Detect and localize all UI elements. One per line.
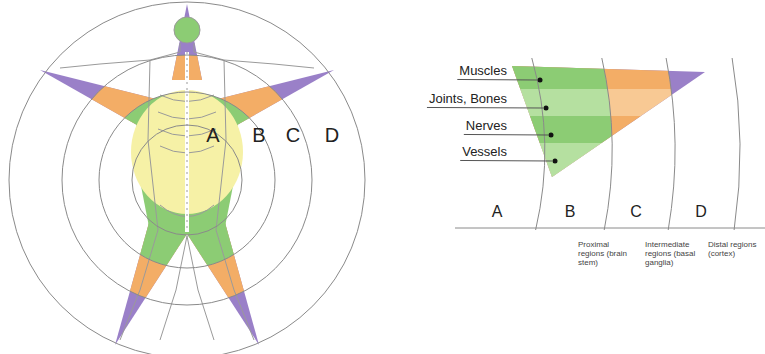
distal-zone [40, 4, 334, 345]
zone-circles [9, 2, 365, 354]
column-letter: B [565, 203, 576, 221]
inner-right-leg-line [187, 236, 214, 340]
tissue-wedge [500, 60, 720, 185]
zone-circle [62, 55, 312, 305]
body-zones [40, 4, 334, 345]
region-arcs [532, 58, 740, 230]
zone-letter: C [286, 124, 300, 147]
left-arm-line [60, 43, 180, 68]
stripe [500, 143, 720, 185]
stripe [500, 60, 720, 89]
zone-circle [132, 125, 242, 235]
zone-letter: D [325, 124, 339, 147]
head [174, 17, 200, 43]
inner-left-leg-line [160, 236, 187, 340]
stripe [500, 60, 720, 89]
spine-column [185, 52, 189, 232]
region-arc [666, 58, 675, 230]
proximal-band [500, 60, 720, 185]
region-arc [532, 58, 545, 230]
leader-line [460, 160, 552, 162]
spine [187, 52, 188, 232]
tissue-dots [538, 78, 558, 164]
intermediate-band [500, 60, 720, 185]
stripe [500, 116, 720, 143]
distal-band [500, 60, 720, 185]
column-letter: C [630, 203, 642, 221]
zone-circle [99, 92, 275, 268]
column-letter: D [695, 203, 707, 221]
left-side-line [120, 60, 158, 340]
right-side-line [216, 60, 254, 340]
tissue-label: Muscles [459, 64, 507, 79]
zone-letter: B [252, 124, 265, 147]
leader-line [427, 107, 543, 109]
region-arc [602, 58, 612, 230]
proximal-zone [40, 4, 334, 345]
tissue-dot [544, 106, 549, 111]
leader-line [464, 134, 548, 136]
tissue-dot [549, 133, 554, 138]
tissue-label: Vessels [462, 145, 507, 160]
region-description: Distal regions (cortex) [708, 240, 758, 258]
human-outline [60, 17, 314, 340]
tissue-label: Nerves [466, 119, 507, 134]
zone-letter: A [206, 124, 219, 147]
right-arm-line [194, 43, 314, 68]
region-description: Proximal regions (brain stem) [578, 240, 634, 268]
region-arc [732, 58, 740, 230]
stripe [500, 143, 720, 185]
tissue-label: Joints, Bones [429, 92, 507, 107]
column-letter: A [492, 203, 503, 221]
tissue-dot [538, 78, 543, 83]
region-description: Intermediate regions (basal ganglia) [645, 240, 705, 268]
stripe [500, 116, 720, 143]
leader-line [457, 79, 537, 81]
vertebrae [187, 52, 188, 232]
tissue-dot [553, 159, 558, 164]
baseline-rule [455, 228, 765, 229]
zone-circle [9, 2, 365, 354]
intermediate-zone [40, 4, 334, 345]
